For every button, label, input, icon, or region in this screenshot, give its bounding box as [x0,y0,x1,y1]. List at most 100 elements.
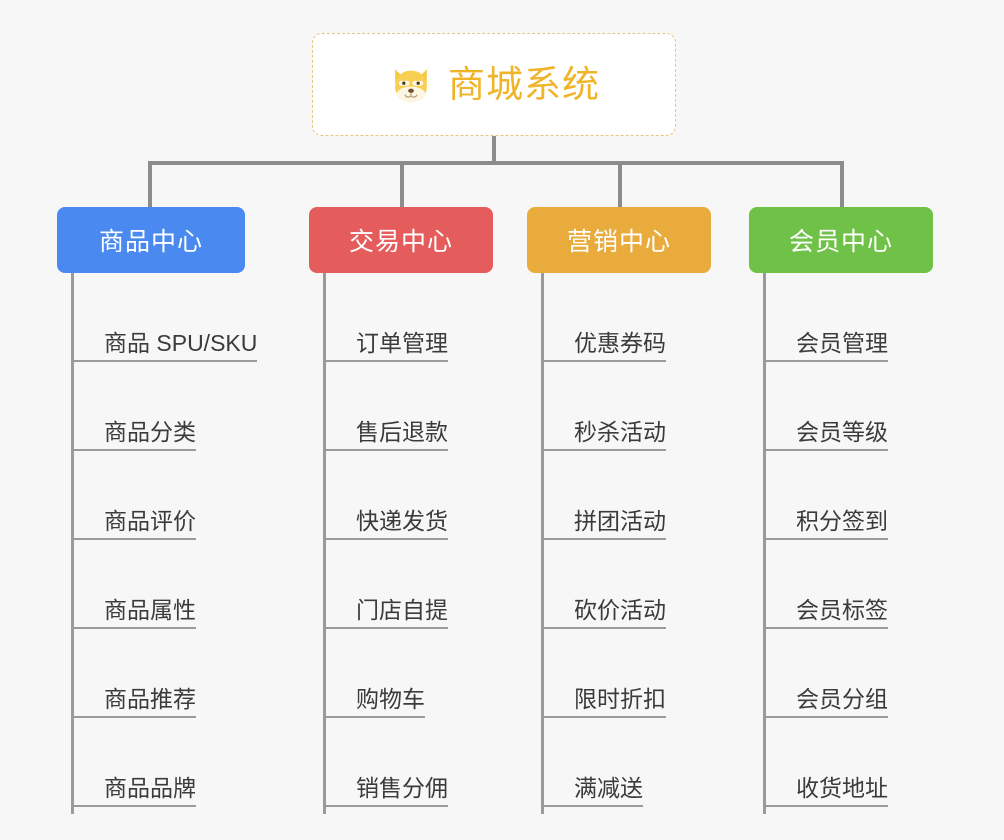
leaf-item-label: 商品 SPU/SKU [104,329,258,356]
branch-trunk-3 [541,273,544,814]
leaf-item-label: 商品评价 [104,507,196,534]
leaf-item[interactable]: 商品推荐 [71,629,245,718]
branch-column-1: 商品中心 商品 SPU/SKU 商品分类 商品评价 [57,207,258,814]
leaf-item[interactable]: 限时折扣 [541,629,711,718]
leaf-item-label: 商品推荐 [104,685,196,712]
leaf-item-label: 秒杀活动 [574,418,666,445]
branch-header-4-label: 会员中心 [788,228,893,256]
leaf-item-label: 会员标签 [796,596,888,623]
leaf-item-underline [544,449,666,451]
branch-header-3-label: 营销中心 [566,228,671,256]
leaf-item-underline [766,805,888,807]
leaf-item-underline [74,538,196,540]
leaf-item-label: 售后退款 [356,418,448,445]
leaf-item[interactable]: 拼团活动 [541,451,711,540]
leaf-item-underline [766,538,888,540]
leaf-item[interactable]: 销售分佣 [323,718,493,807]
leaf-item-underline [766,716,888,718]
root-node[interactable]: 商城系统 [312,33,676,136]
leaf-item[interactable]: 会员标签 [763,540,933,629]
leaf-item[interactable]: 购物车 [323,629,493,718]
branch-column-3: 营销中心 优惠券码 秒杀活动 拼团活动 [527,207,711,814]
leaf-item[interactable]: 商品分类 [71,362,245,451]
connector-drop-2 [400,161,404,209]
leaf-item-label: 收货地址 [796,774,888,801]
leaf-item-label: 商品品牌 [104,774,196,801]
leaf-item-label: 优惠券码 [574,329,666,356]
leaf-item-label: 会员等级 [796,418,888,445]
root-title: 商城系统 [448,64,600,105]
leaf-item[interactable]: 收货地址 [763,718,933,807]
branch-header-2[interactable]: 交易中心 [309,207,493,273]
leaf-item-underline [544,716,666,718]
branch-header-2-label: 交易中心 [348,228,453,256]
leaf-item-label: 购物车 [356,685,425,712]
leaf-item[interactable]: 秒杀活动 [541,362,711,451]
leaf-item-label: 会员分组 [796,685,888,712]
leaf-item[interactable]: 商品 SPU/SKU [71,273,258,362]
branch-header-1[interactable]: 商品中心 [57,207,245,273]
leaf-item[interactable]: 商品属性 [71,540,245,629]
branch-header-4[interactable]: 会员中心 [749,207,933,273]
branch-leaf-area-3: 优惠券码 秒杀活动 拼团活动 砍价活动 [541,273,711,814]
branch-trunk-1 [71,273,74,814]
leaf-item[interactable]: 会员管理 [763,273,933,362]
leaf-item-label: 商品分类 [104,418,196,445]
leaf-item-underline [74,716,196,718]
leaf-item-underline [544,360,666,362]
branch-leaf-area-1: 商品 SPU/SKU 商品分类 商品评价 商品属性 [71,273,258,814]
branch-trunk-2 [323,273,326,814]
leaf-item-label: 门店自提 [356,596,448,623]
branch-header-3[interactable]: 营销中心 [527,207,711,273]
leaf-item[interactable]: 售后退款 [323,362,493,451]
leaf-item-underline [326,360,448,362]
branch-header-1-label: 商品中心 [98,228,203,256]
leaf-item-label: 限时折扣 [574,685,666,712]
leaf-item-underline [326,538,448,540]
leaf-item-underline [326,716,425,718]
leaf-item-underline [74,449,196,451]
branch-leaf-area-4: 会员管理 会员等级 积分签到 会员标签 [763,273,933,814]
leaf-item-label: 快递发货 [356,507,448,534]
leaf-item-underline [766,360,888,362]
leaf-item[interactable]: 门店自提 [323,540,493,629]
leaf-item[interactable]: 快递发货 [323,451,493,540]
leaf-item[interactable]: 会员等级 [763,362,933,451]
connector-root-stem [492,136,496,165]
branch-column-4: 会员中心 会员管理 会员等级 积分签到 [749,207,933,814]
leaf-item-label: 满减送 [574,774,643,801]
leaf-item-underline [74,627,196,629]
leaf-item-underline [544,805,643,807]
branch-trunk-4 [763,273,766,814]
leaf-item[interactable]: 商品评价 [71,451,245,540]
leaf-item-label: 砍价活动 [574,596,666,623]
connector-drop-4 [840,161,844,209]
leaf-item-underline [544,538,666,540]
branch-column-2: 交易中心 订单管理 售后退款 快递发货 [309,207,493,814]
leaf-item-underline [74,805,196,807]
leaf-item-underline [74,360,258,362]
leaf-item[interactable]: 满减送 [541,718,711,807]
leaf-item-label: 拼团活动 [574,507,666,534]
leaf-item[interactable]: 积分签到 [763,451,933,540]
leaf-item[interactable]: 商品品牌 [71,718,245,807]
connector-drop-3 [618,161,622,209]
leaf-item[interactable]: 优惠券码 [541,273,711,362]
branch-leaf-area-2: 订单管理 售后退款 快递发货 门店自提 [323,273,493,814]
leaf-item-underline [766,449,888,451]
connector-horizontal-bus [148,161,844,165]
shiba-dog-icon [395,68,427,102]
leaf-item-underline [766,627,888,629]
leaf-item-label: 商品属性 [104,596,196,623]
connector-drop-1 [148,161,152,209]
leaf-item-label: 积分签到 [796,507,888,534]
leaf-item[interactable]: 会员分组 [763,629,933,718]
leaf-item[interactable]: 订单管理 [323,273,493,362]
leaf-item-label: 销售分佣 [356,774,448,801]
leaf-item[interactable]: 砍价活动 [541,540,711,629]
leaf-item-label: 会员管理 [796,329,888,356]
leaf-item-underline [544,627,666,629]
leaf-item-label: 订单管理 [356,329,448,356]
leaf-item-underline [326,449,448,451]
